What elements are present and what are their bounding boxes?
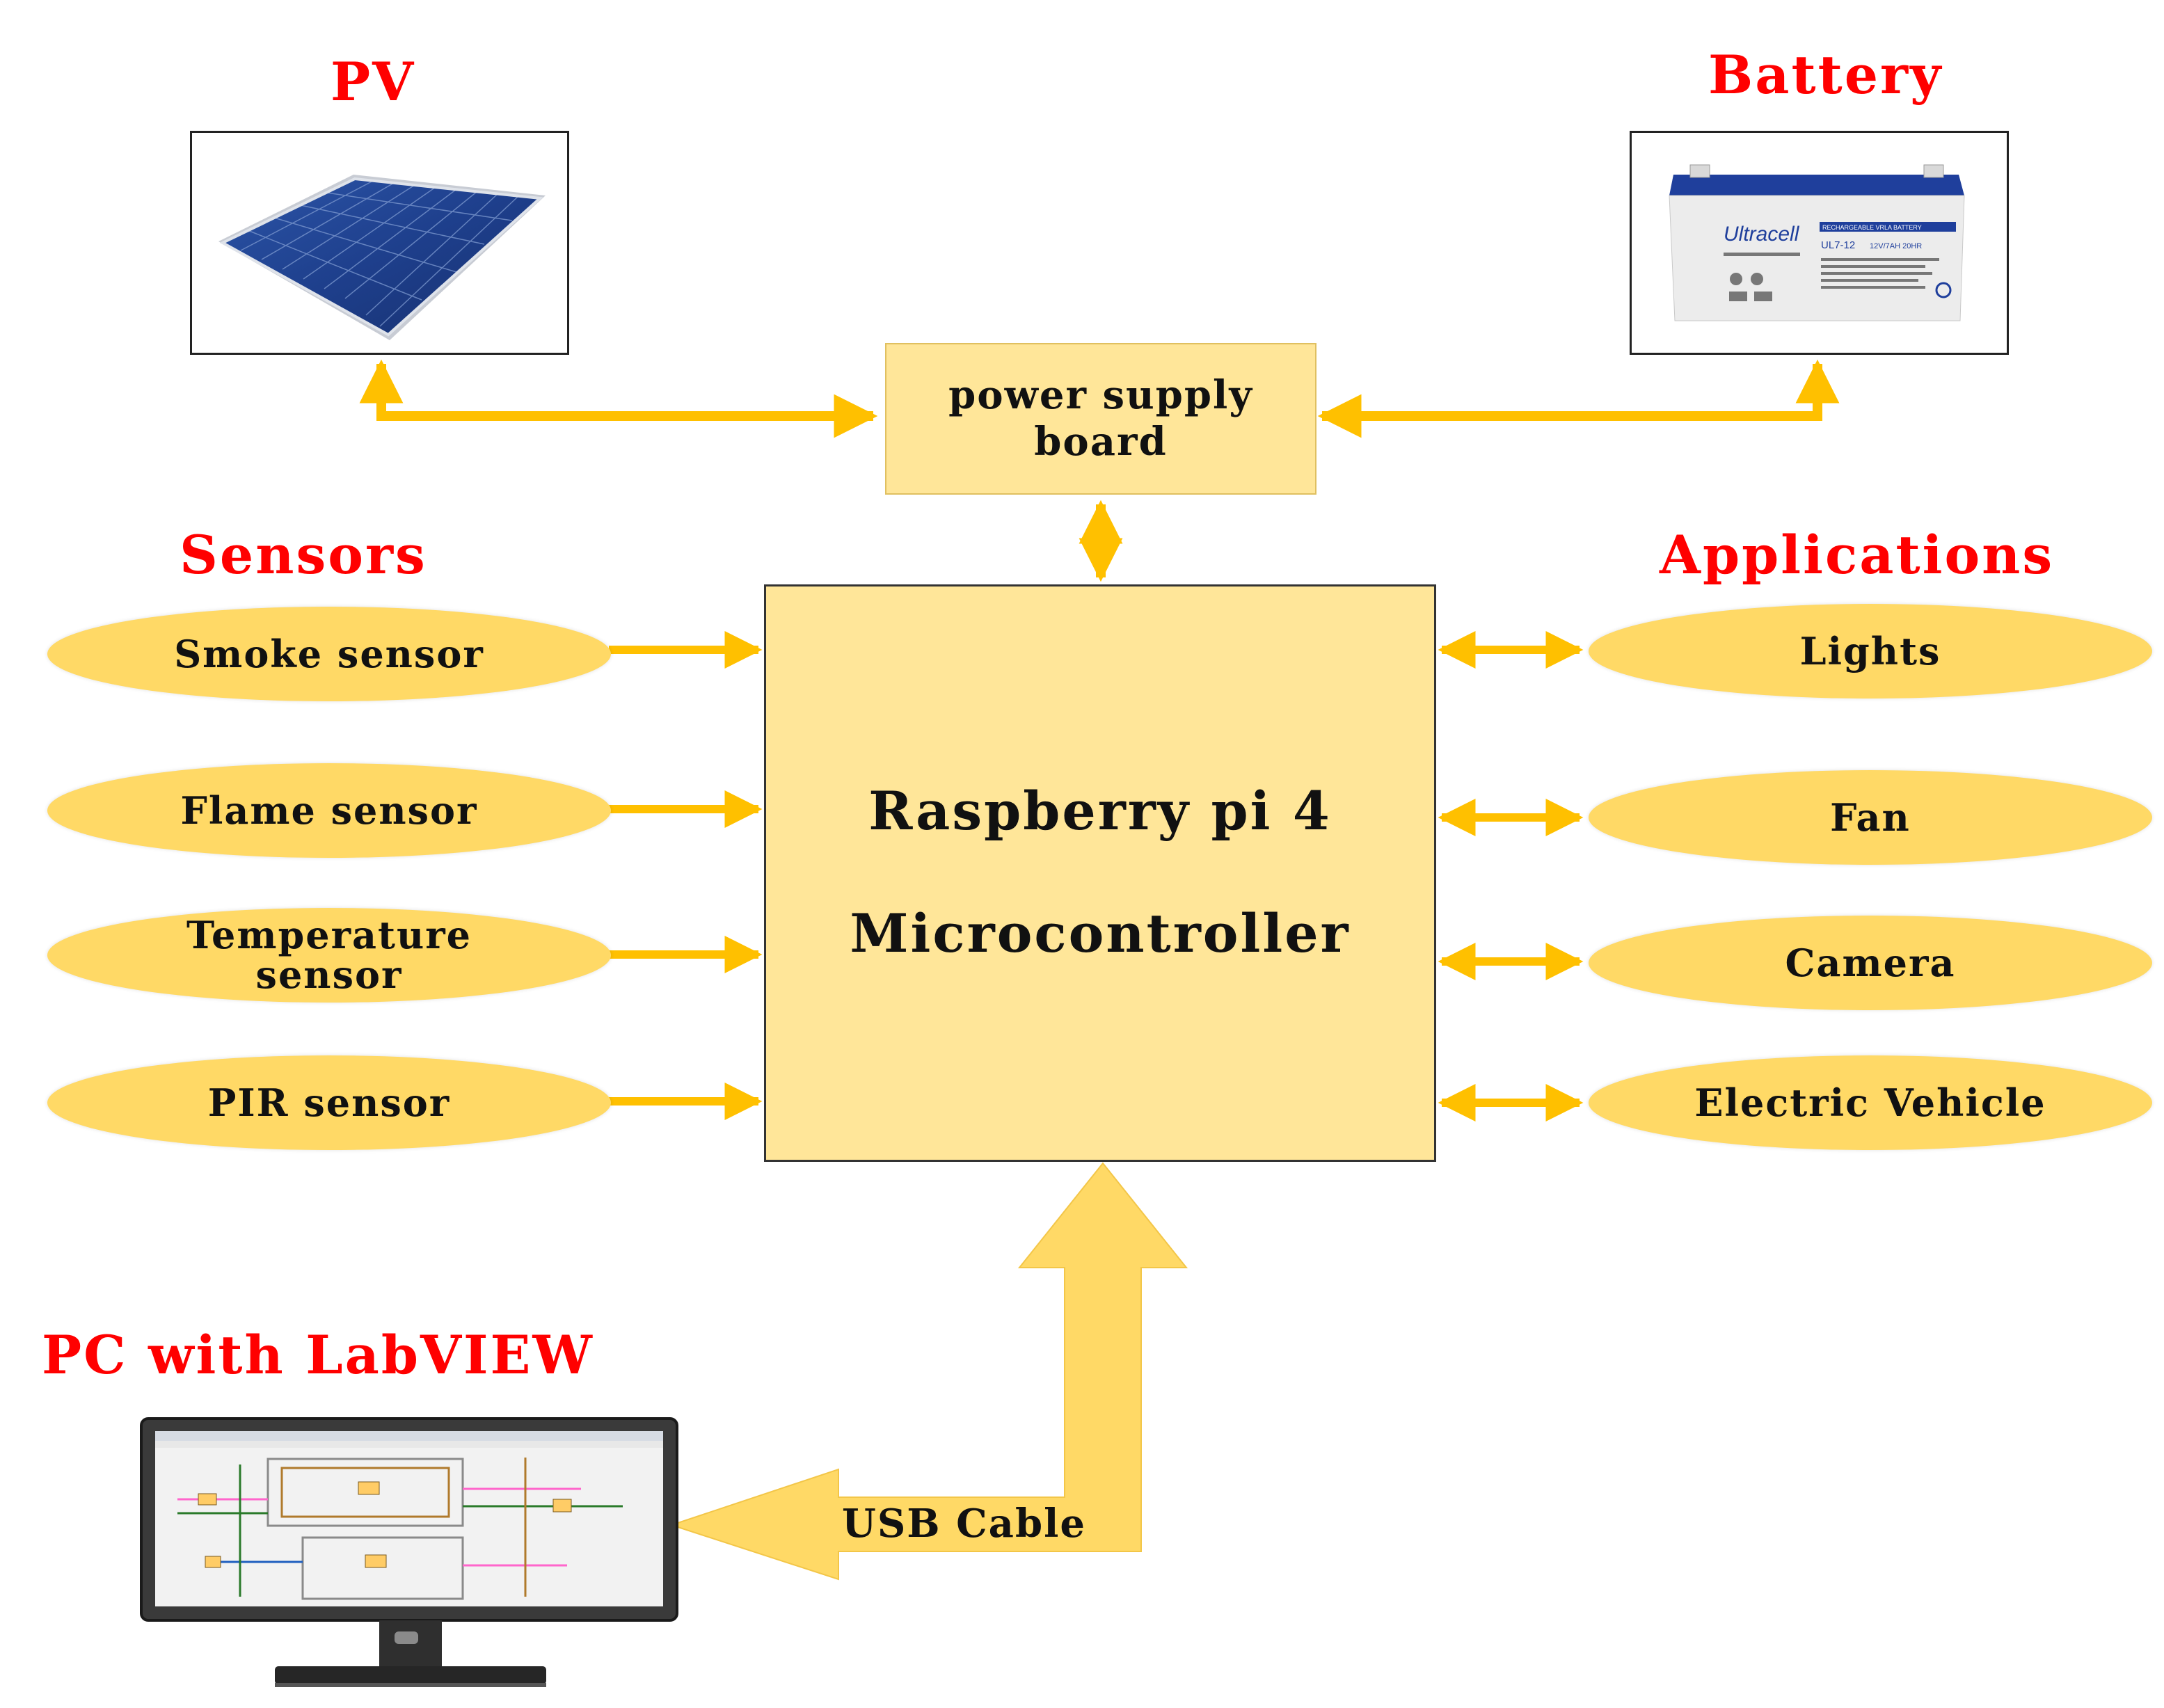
sensor-flame: Flame sensor [47, 763, 611, 858]
usb-cable-label: USB Cable [842, 1501, 1087, 1547]
battery-model: UL7-12 [1821, 239, 1855, 251]
battery-image-box: Ultracell RECHARGEABLE VRLA BATTERY UL7-… [1630, 131, 2009, 355]
power-supply-line1: power supply [948, 372, 1253, 418]
application-camera: Camera [1589, 916, 2152, 1010]
sensors-title: Sensors [180, 524, 427, 586]
monitor-image [140, 1417, 678, 1687]
battery-image: Ultracell RECHARGEABLE VRLA BATTERY UL7-… [1669, 164, 1965, 321]
raspberry-pi-microcontroller: Raspberry pi 4 Microcontroller [764, 584, 1436, 1162]
sensor-pir: PIR sensor [47, 1055, 611, 1150]
application-fan: Fan [1589, 770, 2152, 865]
pc-title: PC with LabVIEW [42, 1324, 594, 1386]
labview-screen [155, 1431, 663, 1606]
microcontroller-line2: Microcontroller [850, 902, 1351, 964]
battery-rating: 12V/7AH 20HR [1870, 242, 1922, 250]
pv-power-arrow [359, 359, 878, 438]
solar-panel-image [218, 175, 546, 340]
pv-title: PV [331, 51, 416, 113]
pv-image-box [190, 131, 569, 355]
battery-caption: RECHARGEABLE VRLA BATTERY [1822, 224, 1922, 231]
power-supply-board: power supply board [885, 343, 1316, 495]
sensor-temperature: Temperature sensor [47, 908, 611, 1003]
battery-brand: Ultracell [1724, 223, 1800, 246]
battery-terminal-icon [1923, 164, 1944, 178]
microcontroller-line1: Raspberry pi 4 [868, 780, 1332, 842]
power-supply-line2: board [1034, 419, 1168, 465]
battery-power-arrow [1317, 359, 1840, 438]
application-electric-vehicle: Electric Vehicle [1589, 1055, 2152, 1150]
applications-title: Applications [1660, 524, 2055, 586]
sensor-smoke: Smoke sensor [47, 607, 611, 701]
battery-terminal-icon [1689, 164, 1710, 178]
application-lights: Lights [1589, 604, 2152, 699]
battery-title: Battery [1708, 44, 1943, 106]
